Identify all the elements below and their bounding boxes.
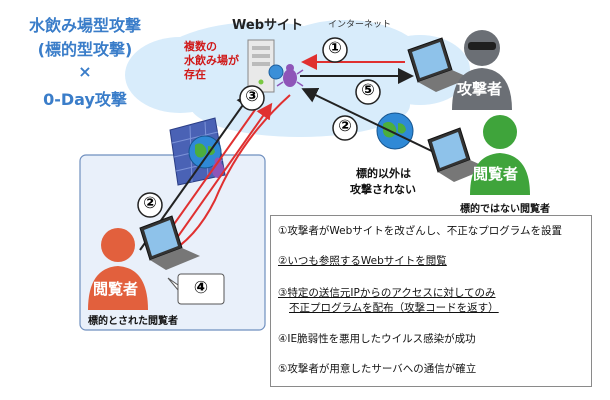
step4-label: ④ xyxy=(193,278,209,298)
step1-label: ① xyxy=(328,38,342,57)
target-laptop-icon xyxy=(139,215,200,270)
title-line2: (標的型攻撃) xyxy=(37,40,133,59)
step2-left-label: ② xyxy=(143,193,157,212)
step1-circle xyxy=(322,37,348,63)
target-caption: 標的とされた閲覧者 xyxy=(88,316,178,327)
title-line1: 水飲み場型攻撃 xyxy=(28,16,141,35)
legend-item-3b: 不正プログラムを配布（攻撃コードを返す） xyxy=(289,302,499,314)
legend-item-3a: ③特定の送信元IPからのアクセスに対してのみ xyxy=(278,287,496,299)
step2-right-label: ② xyxy=(338,116,352,135)
step2-circle-right xyxy=(332,115,358,141)
globe-icon-right xyxy=(376,112,414,150)
viewer-badge-right: 閲覧者 xyxy=(473,165,519,183)
viewer-badge-left: 閲覧者 xyxy=(93,280,139,298)
step5-label: ⑤ xyxy=(361,80,375,99)
attacker-person-icon xyxy=(452,30,512,110)
step4-callout-box xyxy=(177,273,225,305)
attacker-badge: 攻撃者 xyxy=(457,80,503,98)
multi-sites-note-1: 複数の xyxy=(184,40,217,53)
non-target-caption: 標的ではない閲覧者 xyxy=(460,204,550,215)
attacker-laptop-icon xyxy=(407,37,470,92)
step3-circle xyxy=(239,85,265,111)
legend-box: ①攻撃者がWebサイトを改ざんし、不正なプログラムを設置 ②いつも参照するWeb… xyxy=(270,215,592,387)
not-attacked-note-1: 標的以外は xyxy=(356,167,411,180)
step5-circle xyxy=(355,79,381,105)
legend-item-4: ④IE脆弱性を悪用したウイルス感染が成功 xyxy=(278,333,476,345)
title-line3: × xyxy=(78,62,92,81)
step3-label: ③ xyxy=(245,86,259,105)
not-attacked-note-2: 攻撃されない xyxy=(350,183,416,196)
viewer-right-person-icon xyxy=(470,115,530,195)
multi-sites-note-3: 存在 xyxy=(184,68,206,81)
step2-circle-left xyxy=(137,192,163,218)
small-globe-icon xyxy=(268,64,284,80)
internet-label: インターネット xyxy=(328,20,392,30)
multi-sites-note-2: 水飲み場が xyxy=(184,54,239,67)
website-label: Webサイト xyxy=(232,18,303,33)
web-server-icon xyxy=(247,39,275,93)
arrow-step2-right xyxy=(301,87,441,156)
legend-item-5: ⑤攻撃者が用意したサーバへの通信が確立 xyxy=(278,363,477,375)
title-line4: 0-Day攻撃 xyxy=(43,90,127,109)
target-person-icon xyxy=(88,228,148,310)
legend-item-2: ②いつも参照するWebサイトを閲覧 xyxy=(278,255,447,267)
viewer-right-laptop-icon xyxy=(427,127,488,182)
legend-item-1: ①攻撃者がWebサイトを改ざんし、不正なプログラムを設置 xyxy=(278,225,562,237)
